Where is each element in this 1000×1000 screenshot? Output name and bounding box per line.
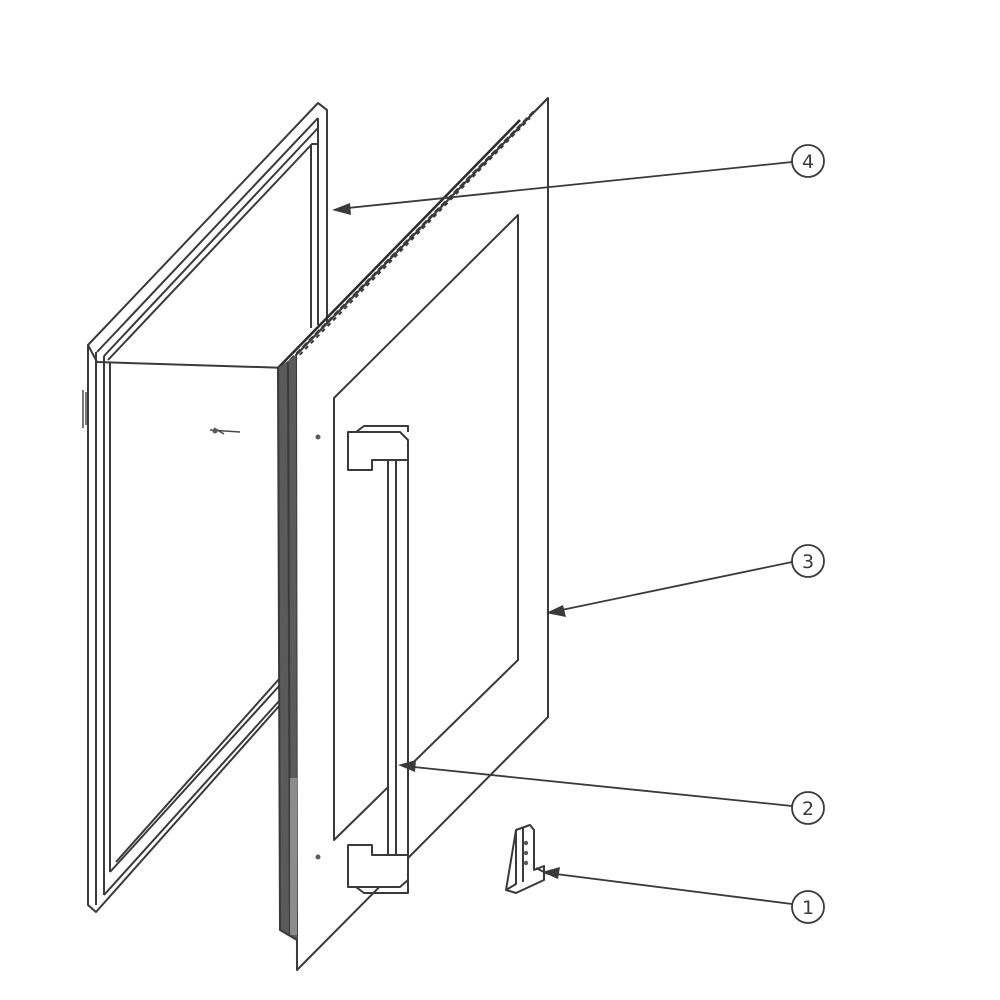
leader-line-4 bbox=[337, 161, 793, 210]
callout-leaders bbox=[332, 161, 793, 905]
hinge bbox=[505, 824, 549, 894]
callout-3-label: 3 bbox=[802, 551, 814, 573]
glass-door-panel bbox=[277, 97, 549, 971]
arrowhead-2 bbox=[398, 760, 416, 772]
door-handle bbox=[347, 425, 409, 894]
leader-line-1 bbox=[547, 872, 793, 905]
callout-3: 3 bbox=[791, 544, 825, 578]
callout-2: 2 bbox=[791, 791, 825, 825]
callout-4-label: 4 bbox=[802, 151, 814, 173]
callout-4: 4 bbox=[791, 144, 825, 178]
arrowhead-3 bbox=[546, 605, 566, 617]
callout-1: 1 bbox=[791, 890, 825, 924]
leader-line-3 bbox=[551, 561, 793, 613]
door-gasket-frame bbox=[82, 102, 328, 913]
arrowhead-4 bbox=[332, 203, 351, 215]
arrowhead-1 bbox=[542, 867, 560, 879]
callout-2-label: 2 bbox=[802, 798, 814, 820]
leader-line-2 bbox=[403, 765, 793, 807]
callout-1-label: 1 bbox=[802, 897, 814, 919]
